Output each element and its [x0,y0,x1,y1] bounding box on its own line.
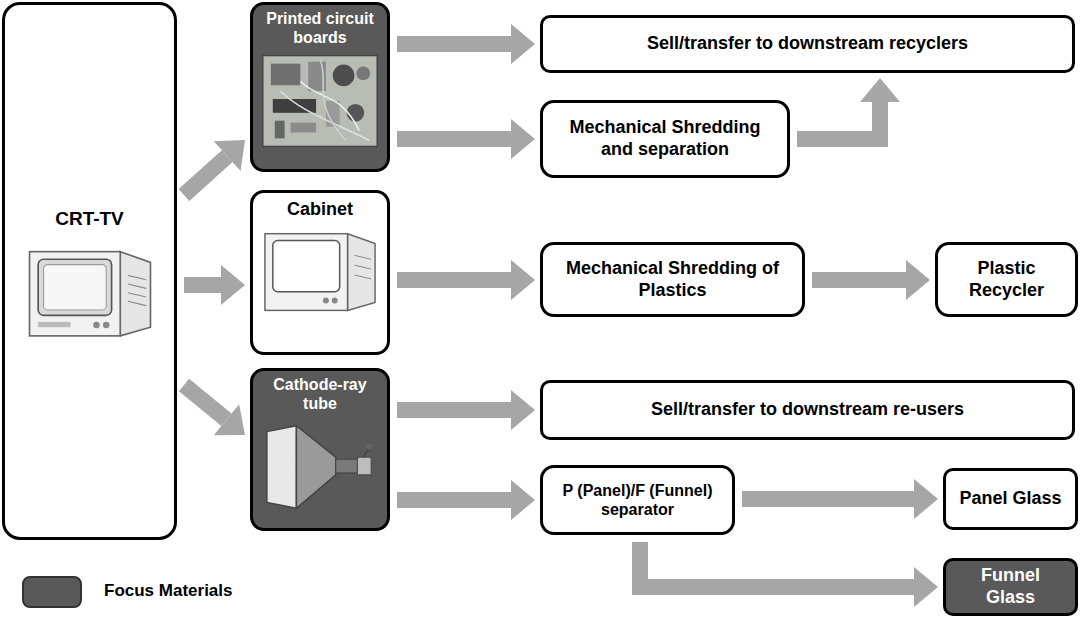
box-label: Sell/transfer to downstream re-users [651,399,964,421]
cabinet-illustration [261,225,379,325]
process-box: CRT-TV [2,2,177,540]
arrow-head [906,260,930,300]
arrow-shaft [397,492,511,508]
arrow-shaft [742,491,914,507]
cathode-ray-tube-illustration [261,417,379,517]
tv-illustration [25,243,155,351]
box-label: Mechanical Shredding and separation [553,117,777,160]
box-label: Sell/transfer to downstream recyclers [647,33,968,55]
box-label: P (Panel)/F (Funnel) separator [553,481,722,519]
box-label: CRT-TV [55,208,124,231]
arrow-shaft [397,402,511,418]
process-box: Mechanical Shredding of Plastics [540,242,805,317]
arrow-shaft [397,272,511,288]
arrow-head [914,479,938,519]
fat-arrow [397,480,535,520]
focus-material-box: Funnel Glass [943,558,1078,616]
box-label: Printed circuit boards [259,9,381,47]
arrow-head [511,24,535,64]
box-label: Plastic Recycler [948,258,1065,301]
fat-arrow [640,542,938,607]
box-label: Funnel Glass [956,565,1065,608]
legend-swatch [22,576,82,608]
circuit-board-illustration [261,51,379,151]
fat-arrow [397,24,535,64]
arrow-head [221,265,245,305]
fat-arrow [812,260,930,300]
arrow-shaft [640,542,914,587]
box-label: Cabinet [287,199,353,221]
fat-arrow [397,119,535,159]
focus-material-box: Printed circuit boards [250,2,390,172]
arrow-head [860,78,900,102]
fat-arrow [742,479,938,519]
fat-arrow [184,140,245,195]
legend-text: Focus Materials [104,581,233,601]
arrow-head [214,404,245,435]
focus-material-box: Cathode-ray tube [250,368,390,531]
process-box: Panel Glass [943,468,1078,530]
arrow-head [511,119,535,159]
arrow-shaft [812,272,906,288]
process-box: Plastic Recycler [935,242,1078,317]
process-box: Mechanical Shredding and separation [540,100,790,178]
fat-arrow [397,390,535,430]
process-box: Sell/transfer to downstream re-users [540,380,1075,440]
box-label: Cathode-ray tube [259,375,381,413]
arrow-shaft [797,102,880,139]
box-label: Panel Glass [959,488,1061,510]
fat-arrow [397,260,535,300]
arrow-shaft [397,131,511,147]
process-box: P (Panel)/F (Funnel) separator [540,465,735,535]
arrow-head [511,260,535,300]
arrow-head [214,140,245,171]
process-box: Sell/transfer to downstream recyclers [540,15,1075,73]
arrow-shaft [184,385,226,420]
fat-arrow [184,385,245,435]
arrow-head [914,567,938,607]
arrow-shaft [184,277,221,293]
box-label: Mechanical Shredding of Plastics [553,258,792,301]
process-box: Cabinet [250,190,390,355]
arrow-head [511,390,535,430]
arrow-shaft [184,156,227,195]
arrow-shaft [397,36,511,52]
arrow-head [511,480,535,520]
fat-arrow [184,265,245,305]
fat-arrow [797,78,900,139]
